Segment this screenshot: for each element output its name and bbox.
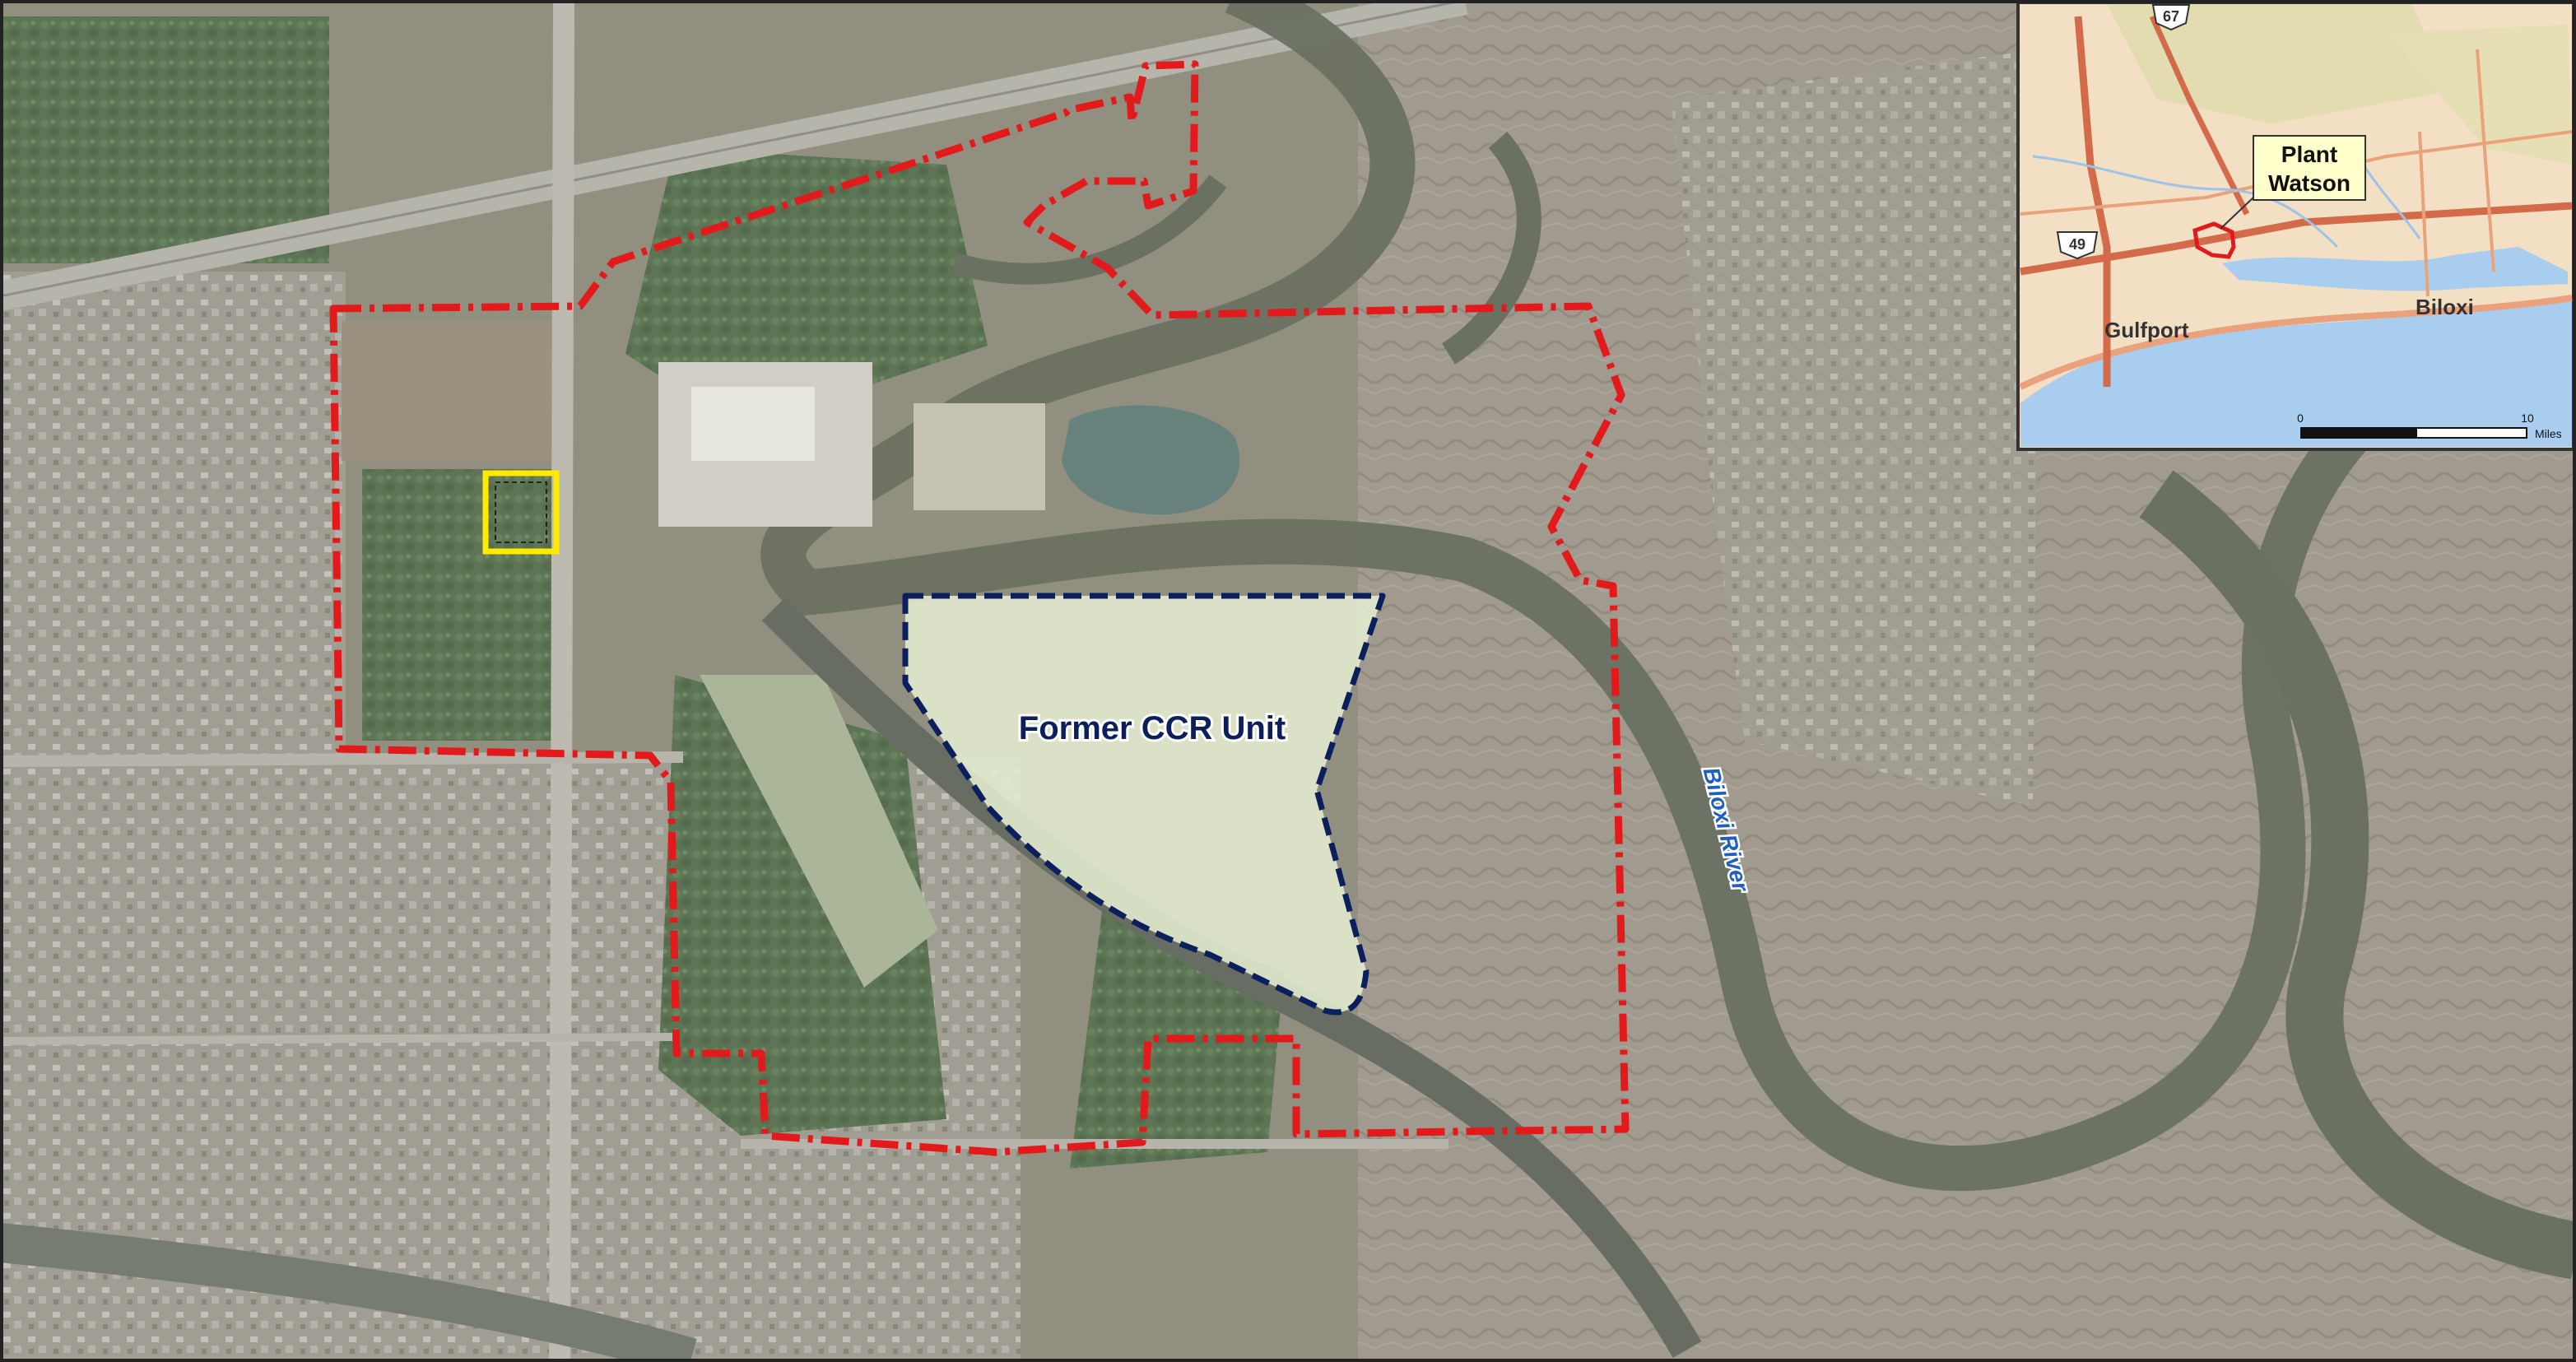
inset-interstate	[2020, 202, 2573, 276]
inset-shield-49-label: 49	[2069, 236, 2085, 253]
property-boundary	[329, 60, 1630, 1156]
inset-road	[2476, 49, 2495, 272]
former-ccr-unit-area	[905, 596, 1383, 1012]
urban-area-west	[0, 272, 346, 1362]
highlight-box	[482, 470, 560, 555]
forest-patch	[0, 16, 329, 263]
inset-scale-bar-white	[2416, 427, 2527, 439]
inset-callout-line1: Plant	[2281, 142, 2337, 167]
inset-road	[2418, 131, 2430, 297]
forest-patch	[625, 148, 988, 428]
inset-scale-end: 10	[2521, 411, 2534, 425]
inset-gulf-water	[2020, 300, 2572, 447]
inset-back-bay	[2222, 247, 2568, 291]
bay-channel	[2139, 470, 2576, 1280]
inset-scale-start: 0	[2297, 411, 2304, 425]
inset-coast-land	[2019, 295, 2573, 390]
inset-shield-67-label: 67	[2163, 8, 2179, 25]
inset-map: 67 49 Plant Watson Gulfport Biloxi 0 10 …	[2016, 1, 2575, 451]
inset-stream	[2032, 155, 2339, 249]
inset-site-marker	[2192, 221, 2236, 259]
bayou	[0, 1223, 697, 1362]
biloxi-river	[760, 0, 2576, 1192]
inset-city-gulfport: Gulfport	[2104, 318, 2189, 342]
inset-callout-line2: Watson	[2268, 170, 2350, 196]
inset-callout-box	[2253, 135, 2366, 201]
inset-shield-67	[2151, 4, 2191, 31]
local-road	[0, 751, 684, 767]
plant-yard	[914, 403, 1045, 510]
inset-scale-unit: Miles	[2535, 427, 2562, 440]
intake-canal	[761, 597, 1702, 1359]
inset-callout-leader	[2220, 197, 2254, 230]
forest-patch	[362, 469, 560, 741]
highway-49	[549, 0, 574, 1362]
open-field	[700, 675, 938, 988]
plant-building	[691, 387, 815, 461]
ccr-unit-label: Former CCR Unit	[1019, 710, 1286, 746]
open-field	[342, 321, 551, 461]
inset-scale-bar-black	[2300, 427, 2417, 439]
inset-shield-49	[2056, 231, 2099, 260]
local-road	[0, 1033, 676, 1045]
residential-area	[1671, 49, 2041, 807]
interstate-highway	[0, 0, 1466, 298]
inset-forest	[2107, 4, 2453, 123]
river-branch	[951, 174, 1227, 285]
inset-city-biloxi: Biloxi	[2416, 295, 2474, 319]
highlight-box-inner	[495, 481, 547, 543]
river-branch	[1441, 132, 1541, 365]
settling-pond	[1062, 405, 1240, 515]
